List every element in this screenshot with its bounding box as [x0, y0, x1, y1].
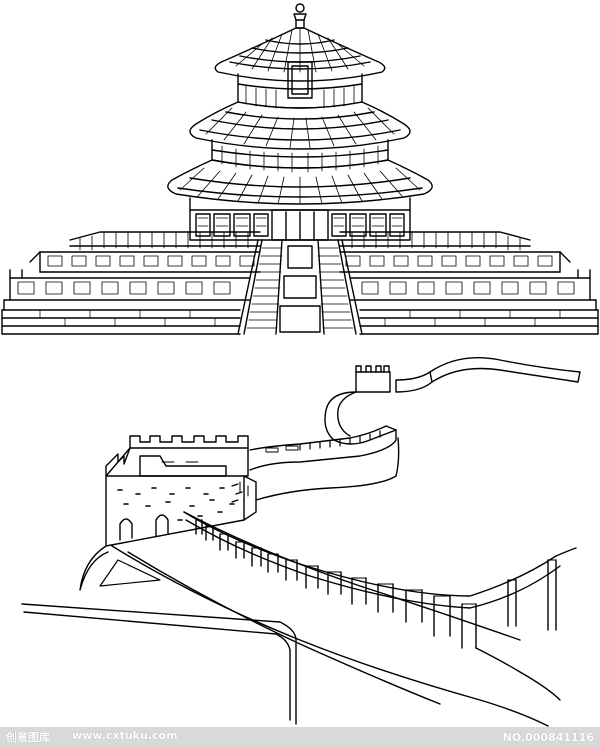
temple-upper-terrace — [70, 232, 530, 250]
temple-top-roof — [215, 28, 384, 81]
temple-platform-base — [2, 310, 598, 334]
temple-lower-terrace — [4, 270, 596, 310]
watermark-site-name: 创意图库 — [6, 731, 50, 744]
temple-hall-body — [190, 198, 410, 240]
great-wall — [22, 358, 580, 726]
temple-middle-terrace — [30, 252, 570, 272]
great-wall-watchtower — [106, 436, 256, 546]
temple-lower-roof — [168, 160, 432, 204]
great-wall-main-walkway — [22, 512, 576, 726]
great-wall-distant-section — [250, 358, 580, 500]
temple-middle-roof — [190, 102, 410, 149]
watermark-image-number: NO.000841116 — [502, 730, 594, 744]
temple-of-heaven — [2, 4, 598, 334]
temple-finial — [294, 4, 306, 28]
footer-left-group: 创意图库 www.cxtuku.com — [6, 729, 178, 745]
temple-central-stairway — [238, 240, 362, 334]
watermark-footer: 创意图库 www.cxtuku.com NO.000841116 — [0, 727, 600, 747]
watermark-site-url: www.cxtuku.com — [72, 729, 178, 742]
